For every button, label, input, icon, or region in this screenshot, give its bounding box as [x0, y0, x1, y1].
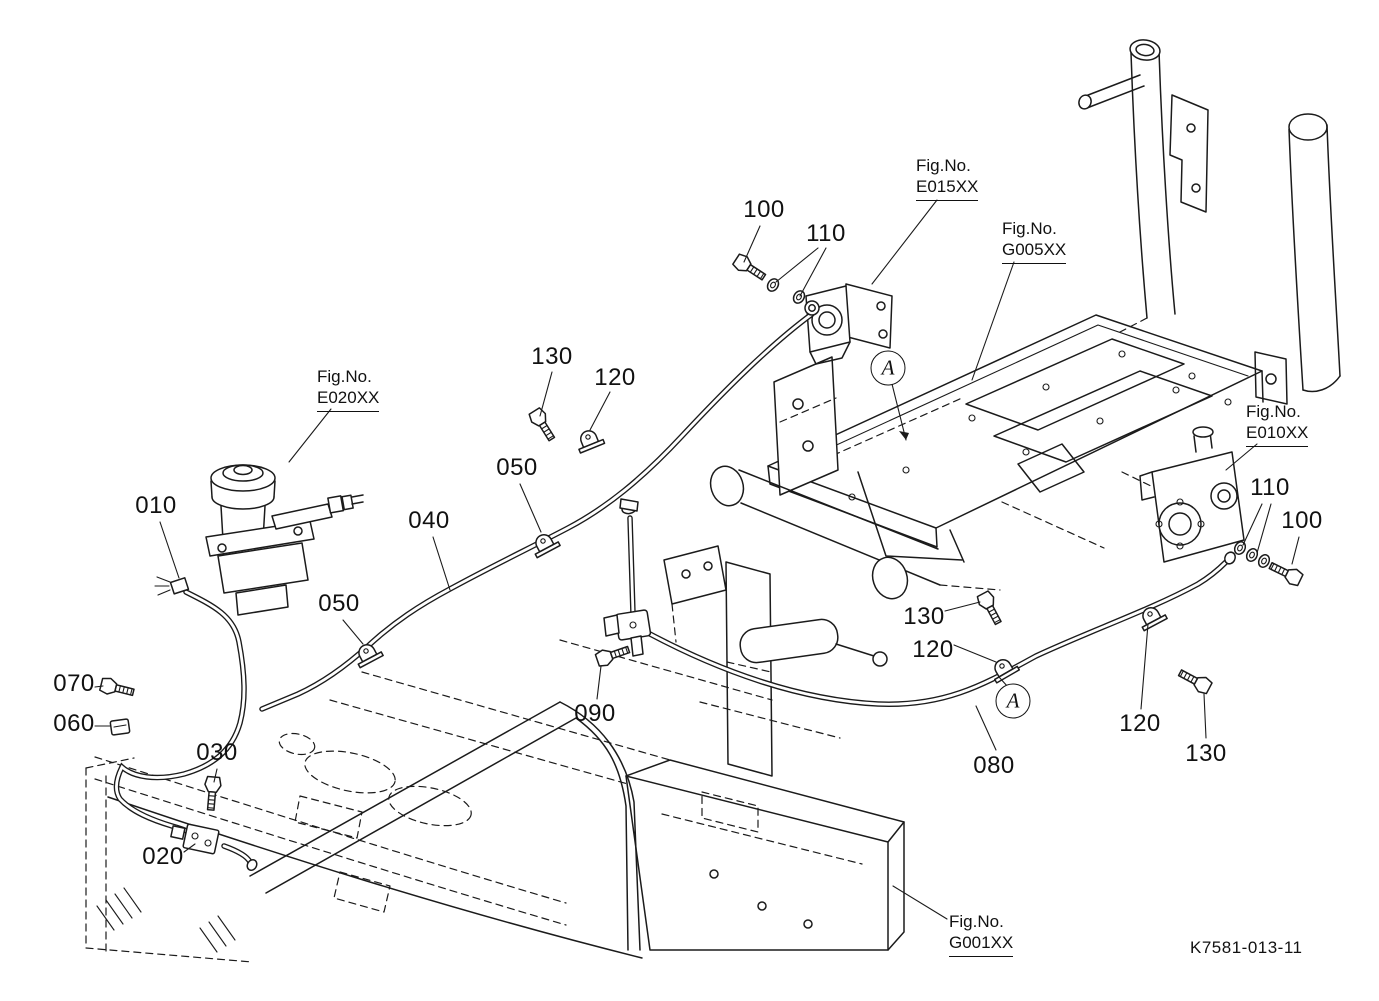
drawing-number: K7581-013-11 — [1190, 938, 1303, 957]
banjo-bolt-100 — [731, 251, 769, 285]
fig-ref-prefix: Fig.No. — [916, 156, 971, 175]
fig-ref-g005: Fig.No. G005XX — [1002, 218, 1067, 264]
part-callout: 130 — [1185, 740, 1227, 767]
tee-union-fitting — [603, 498, 652, 657]
clamp-120 — [572, 425, 606, 454]
part-callout: 060 — [53, 710, 95, 737]
part-callout: 050 — [496, 454, 538, 481]
part-callout: 110 — [806, 220, 846, 247]
part-callout: 120 — [1119, 710, 1161, 737]
fig-ref-code: G001XX — [949, 933, 1014, 953]
washer-110 — [764, 276, 782, 294]
e010-valve-component — [1139, 426, 1245, 563]
bolt-090 — [594, 641, 632, 669]
washer-110 — [1243, 546, 1261, 564]
fig-ref-e015: Fig.No. E015XX — [916, 155, 979, 201]
fig-ref-prefix: Fig.No. — [317, 367, 372, 386]
fig-ref-prefix: Fig.No. — [1246, 402, 1301, 421]
fig-ref-prefix: Fig.No. — [1002, 219, 1057, 238]
washer-110 — [1255, 552, 1273, 570]
fig-ref-g001: Fig.No. G001XX — [949, 911, 1014, 957]
lower-frame-hidden-lines — [85, 639, 773, 963]
part-callout: 030 — [196, 739, 238, 766]
fig-ref-code: E015XX — [916, 177, 979, 197]
part-callout: 100 — [743, 196, 785, 223]
joint-block-020 — [170, 823, 258, 872]
part-callout: 090 — [574, 700, 616, 727]
fig-ref-e020: Fig.No. E020XX — [317, 366, 380, 412]
part-callout: 100 — [1281, 507, 1323, 534]
part-callout: 040 — [408, 507, 450, 534]
part-callout: 050 — [318, 590, 360, 617]
part-callout: 120 — [594, 364, 636, 391]
bleeder-fitting-010 — [154, 576, 190, 596]
bolt-030 — [202, 775, 223, 812]
part-callout: 080 — [973, 752, 1015, 779]
step-panel-g001 — [625, 759, 905, 951]
fig-ref-code: E010XX — [1246, 423, 1309, 443]
banjo-bolt-100 — [1266, 557, 1305, 589]
detail-marker-a: A — [995, 683, 1031, 719]
cushion-clamp-060 — [109, 718, 131, 736]
e020-reservoir-component — [205, 464, 364, 616]
bolt-130 — [1175, 664, 1214, 697]
main-frame-members — [249, 545, 888, 951]
chassis-deck — [709, 314, 1264, 600]
fig-ref-e010: Fig.No. E010XX — [1246, 401, 1309, 447]
bolt-130 — [526, 406, 560, 445]
washer-110 — [790, 288, 808, 306]
part-callout: 070 — [53, 670, 95, 697]
bolt-130 — [974, 589, 1007, 628]
detail-marker-a: A — [870, 350, 906, 386]
fig-ref-prefix: Fig.No. — [949, 912, 1004, 931]
pipe-010 — [113, 589, 247, 840]
part-callout: 020 — [142, 843, 184, 870]
bolt-070 — [98, 675, 136, 701]
roll-bar-assembly — [1078, 39, 1341, 405]
part-callout: 110 — [1250, 474, 1290, 501]
part-callout: 120 — [912, 636, 954, 663]
hose-080 — [647, 559, 1229, 707]
part-callout: 010 — [135, 492, 177, 519]
fig-ref-code: E020XX — [317, 388, 380, 408]
fig-ref-code: G005XX — [1002, 240, 1067, 260]
part-callout: 130 — [531, 343, 573, 370]
part-callout: 130 — [903, 603, 945, 630]
